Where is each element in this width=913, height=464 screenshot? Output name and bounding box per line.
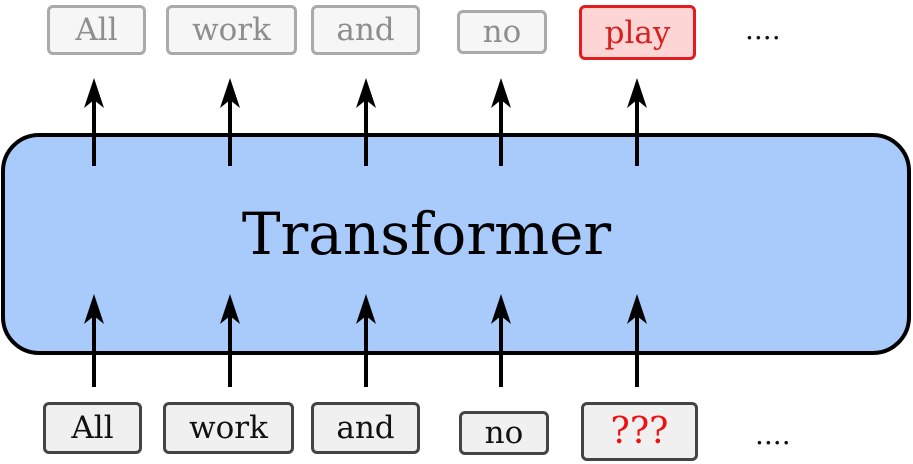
input-arrow-4 <box>627 294 647 387</box>
output-arrow-1 <box>220 78 240 166</box>
output-token-no: no <box>457 10 547 54</box>
input-token-unknown: ??? <box>581 402 698 461</box>
output-token-all: All <box>47 5 146 55</box>
input-token-no: no <box>459 411 549 455</box>
output-arrow-3 <box>491 78 511 166</box>
output-arrow-0 <box>84 78 104 166</box>
transformer-label: Transformer <box>241 200 612 268</box>
input-arrow-0 <box>84 294 104 387</box>
output-arrow-2 <box>356 78 376 166</box>
output-ellipsis: .... <box>745 13 781 46</box>
output-arrow-4 <box>627 78 647 166</box>
output-token-and: and <box>311 5 420 55</box>
input-arrow-1 <box>220 294 240 387</box>
input-ellipsis: .... <box>755 418 791 451</box>
input-token-work: work <box>163 402 294 454</box>
input-arrow-2 <box>356 294 376 387</box>
input-token-and: and <box>311 402 420 454</box>
transformer-block <box>1 133 911 355</box>
output-token-work: work <box>166 5 297 55</box>
output-token-play: play <box>579 5 696 60</box>
input-token-all: All <box>43 402 142 454</box>
input-arrow-3 <box>491 294 511 387</box>
